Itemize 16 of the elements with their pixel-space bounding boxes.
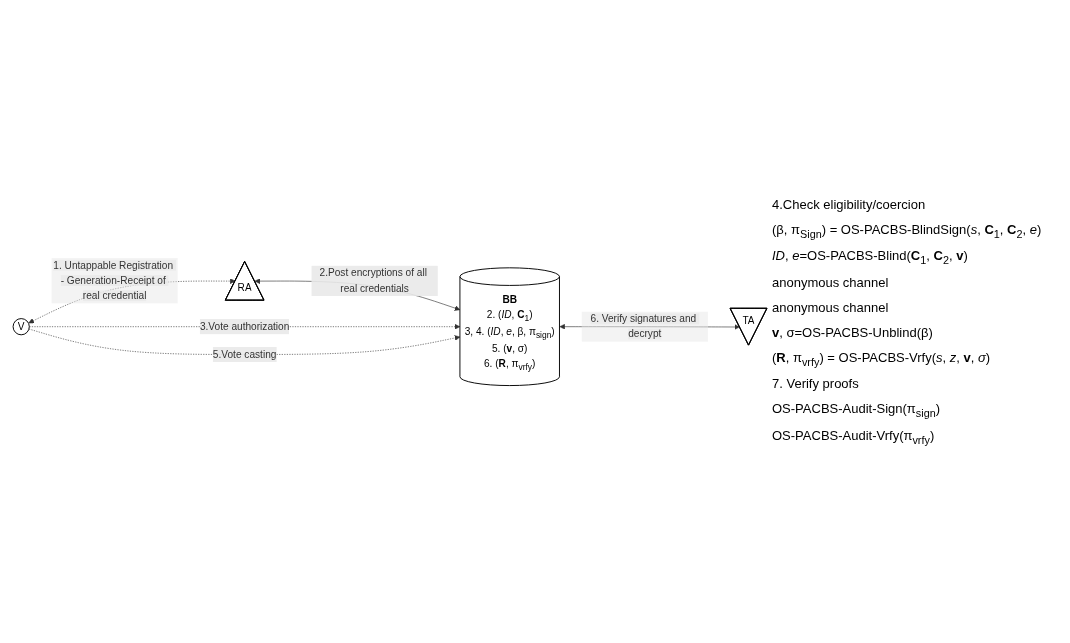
annotation-text: OS-PACBS-Audit-Sign(π$_{sign}$) [772, 401, 942, 420]
annotation-text: 4.Check eligibility/coercion [772, 196, 927, 214]
node-circle: V [12, 317, 30, 335]
annotation-text: (β, π$_{Sign}$) = OS-PACBS-BlindSign(s, C$_{1}$, C$_{2}$, e) [772, 221, 1043, 241]
annotation-text: 7. Verify proofs [772, 376, 860, 394]
annotation-text: anonymous channel [772, 299, 890, 317]
annotation-text: ID, e=OS-PACBS-Blind(C$_{1}$, C$_{2}$, v) [772, 248, 969, 267]
edge-label: 3.Vote authorization [199, 320, 290, 332]
annotation-text: v, σ=OS-PACBS-Unblind(β) [772, 324, 934, 342]
edge-label: 6. Verify signatures and decrypt [590, 313, 697, 340]
edge-label: 2.Post encryptions of all real credentials [319, 267, 427, 294]
edge-label: 5.Vote casting [212, 348, 277, 360]
annotation-text: (R, π$_{vrfy}$) = OS-PACBS-Vrfy(s, z, v, σ) [772, 349, 992, 369]
annotation-text: anonymous channel [772, 274, 890, 292]
annotation-text: OS-PACBS-Audit-Vrfy(π$_{vrfy}$) [772, 427, 936, 447]
edge-label: 1. Untappable Registration - Generation-Receipt of real credential [53, 259, 174, 301]
